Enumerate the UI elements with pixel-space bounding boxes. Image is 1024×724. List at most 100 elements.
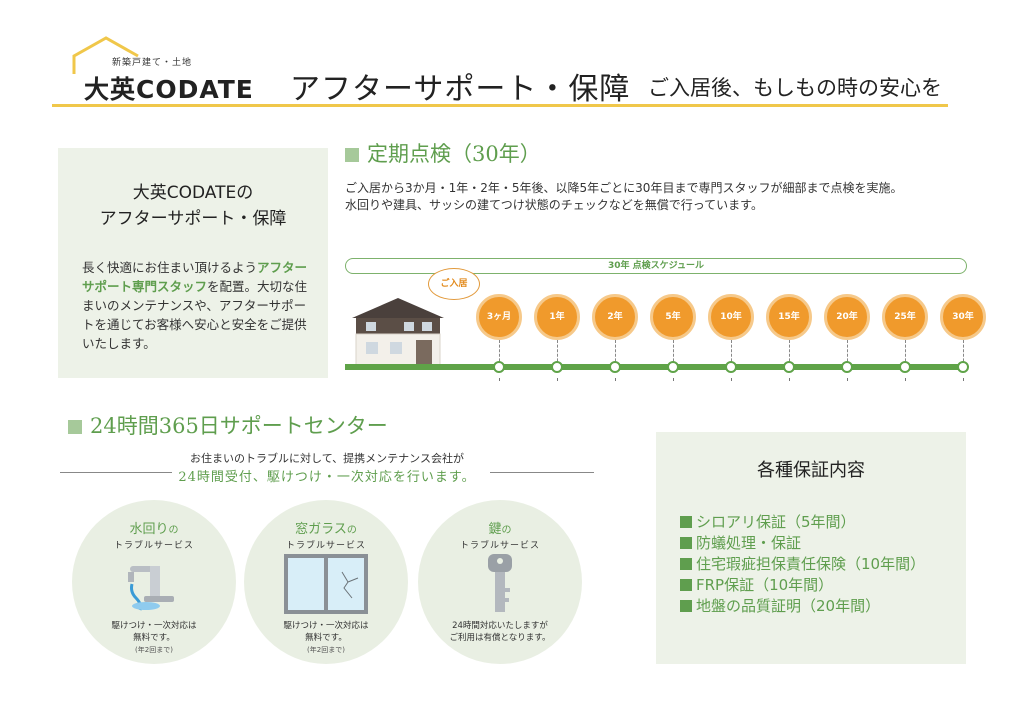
milestone-node-icon <box>493 361 505 373</box>
service-note: 24時間対応いたしますが <box>452 621 548 631</box>
milestone-tick <box>673 378 674 381</box>
service-note: 駆けつけ・一次対応は <box>111 621 197 631</box>
square-bullet-icon <box>680 600 692 612</box>
service-window: 窓ガラスの トラブルサービス 駆けつけ・一次対応は 無料です。 (年2回まで) <box>244 500 408 664</box>
support-intro-highlight: 24時間受付、駆けつけ・一次対応を行います。 <box>178 470 476 485</box>
support-divider-right <box>490 472 594 473</box>
milestone-tick <box>499 378 500 381</box>
milestone-tick <box>731 378 732 381</box>
milestone-connector <box>673 340 675 366</box>
milestone-node-icon <box>783 361 795 373</box>
warranty-title: 各種保証内容 <box>757 460 865 481</box>
inspection-description-line: 水回りや建具、サッシの建てつけ状態のチェックなどを無償で行っています。 <box>345 198 763 212</box>
milestone-connector <box>847 340 849 366</box>
header-divider <box>52 104 948 107</box>
intro-panel: 大英CODATEの アフターサポート・保障 長く快適にお住まい頂けるようアフター… <box>58 148 328 378</box>
intro-body-text: 長く快適にお住まい頂けるよう <box>82 260 258 275</box>
intro-subtitle: アフターサポート・保障 <box>99 209 287 229</box>
service-subtitle: トラブルサービス <box>113 541 194 551</box>
inspection-milestone: 15年 <box>766 294 812 340</box>
milestone-tick <box>847 378 848 381</box>
milestone-connector <box>615 340 617 366</box>
milestone-tick <box>557 378 558 381</box>
inspection-milestone: 5年 <box>650 294 696 340</box>
service-subtitle: トラブルサービス <box>459 541 540 551</box>
inspection-milestone: 20年 <box>824 294 870 340</box>
page-subtitle: ご入居後、もしもの時の安心を <box>648 76 942 100</box>
milestone-tick <box>905 378 906 381</box>
schedule-label: 30年 点検スケジュール <box>345 258 967 274</box>
window-icon <box>284 554 368 618</box>
square-bullet-icon <box>345 148 359 162</box>
page-title: アフターサポート・保障 <box>290 72 631 107</box>
service-title-main: 窓ガラス <box>295 522 347 537</box>
move-in-callout: ご入居 <box>428 268 480 300</box>
warranty-item: 防蟻処理・保証 <box>680 533 925 554</box>
warranty-item-label: 住宅瑕疵担保責任保険（10年間） <box>696 555 926 573</box>
service-note: 駆けつけ・一次対応は <box>283 621 369 631</box>
support-divider-left <box>60 472 172 473</box>
support-heading: 24時間365日サポートセンター <box>68 410 388 440</box>
inspection-milestone: 30年 <box>940 294 986 340</box>
logo-wordmark: 大英CODATE <box>84 75 254 104</box>
milestone-connector <box>789 340 791 366</box>
warranty-item: 住宅瑕疵担保責任保険（10年間） <box>680 554 925 575</box>
inspection-description-line: ご入居から3か月・1年・2年・5年後、以降5年ごとに30年目まで専門スタッフが細… <box>345 181 903 195</box>
service-title-suffix: の <box>168 525 179 536</box>
warranty-item-label: シロアリ保証（5年間） <box>696 513 856 531</box>
service-note: 無料です。 <box>305 633 347 643</box>
milestone-node-icon <box>609 361 621 373</box>
warranty-item-label: FRP保証（10年間） <box>696 576 834 594</box>
service-subtitle: トラブルサービス <box>285 541 366 551</box>
inspection-description: ご入居から3か月・1年・2年・5年後、以降5年ごとに30年目まで専門スタッフが細… <box>345 180 985 214</box>
support-intro-line: お住まいのトラブルに対して、提携メンテナンス会社が <box>190 452 464 465</box>
timeline-line <box>345 364 965 370</box>
milestone-connector <box>905 340 907 366</box>
service-note-limit: (年2回まで) <box>135 646 173 654</box>
intro-body-text-end: を配置。大切な住まいのメンテナンスや、アフターサポートを通じてお客様へ安心と安全… <box>82 279 308 351</box>
inspection-milestone: 25年 <box>882 294 928 340</box>
service-title: 鍵の <box>418 518 582 537</box>
inspection-milestone: 1年 <box>534 294 580 340</box>
service-note-limit: (年2回まで) <box>307 646 345 654</box>
warranty-list: シロアリ保証（5年間） 防蟻処理・保証 住宅瑕疵担保責任保険（10年間） FRP… <box>680 512 925 617</box>
service-title-suffix: の <box>501 525 512 536</box>
warranty-item: FRP保証（10年間） <box>680 575 925 596</box>
intro-title: 大英CODATEの <box>132 183 254 203</box>
milestone-node-icon <box>957 361 969 373</box>
inspection-milestone: 2年 <box>592 294 638 340</box>
square-bullet-icon <box>680 558 692 570</box>
service-title: 窓ガラスの <box>244 518 408 537</box>
faucet-icon <box>124 556 184 616</box>
key-icon <box>484 552 516 620</box>
milestone-connector <box>731 340 733 366</box>
support-heading-text: 24時間365日サポートセンター <box>90 414 388 438</box>
service-title-main: 水回り <box>129 522 169 537</box>
inspection-milestone: 3ヶ月 <box>476 294 522 340</box>
service-key: 鍵の トラブルサービス 24時間対応いたしますが ご利用は有償となります。 <box>418 500 582 664</box>
service-title: 水回りの <box>72 518 236 537</box>
milestone-connector <box>963 340 965 366</box>
milestone-tick <box>963 378 964 381</box>
milestone-node-icon <box>899 361 911 373</box>
square-bullet-icon <box>68 420 82 434</box>
intro-body-highlight: アフターサポート専門スタッフ <box>82 260 308 294</box>
milestone-node-icon <box>551 361 563 373</box>
warranty-item: シロアリ保証（5年間） <box>680 512 925 533</box>
milestone-node-icon <box>841 361 853 373</box>
inspection-heading-text: 定期点検（30年） <box>367 142 541 166</box>
square-bullet-icon <box>680 537 692 549</box>
warranty-panel: 各種保証内容 シロアリ保証（5年間） 防蟻処理・保証 住宅瑕疵担保責任保険（10… <box>656 432 966 664</box>
milestone-connector <box>499 340 501 366</box>
service-title-main: 鍵 <box>488 522 502 537</box>
milestone-tick <box>615 378 616 381</box>
milestone-node-icon <box>725 361 737 373</box>
inspection-milestone: 10年 <box>708 294 754 340</box>
service-water: 水回りの トラブルサービス 駆けつけ・一次対応は 無料です。 (年2回まで) <box>72 500 236 664</box>
milestone-connector <box>557 340 559 366</box>
square-bullet-icon <box>680 516 692 528</box>
milestone-tick <box>789 378 790 381</box>
warranty-item-label: 防蟻処理・保証 <box>696 534 802 552</box>
service-note: 無料です。 <box>133 633 175 643</box>
service-title-suffix: の <box>346 525 357 536</box>
